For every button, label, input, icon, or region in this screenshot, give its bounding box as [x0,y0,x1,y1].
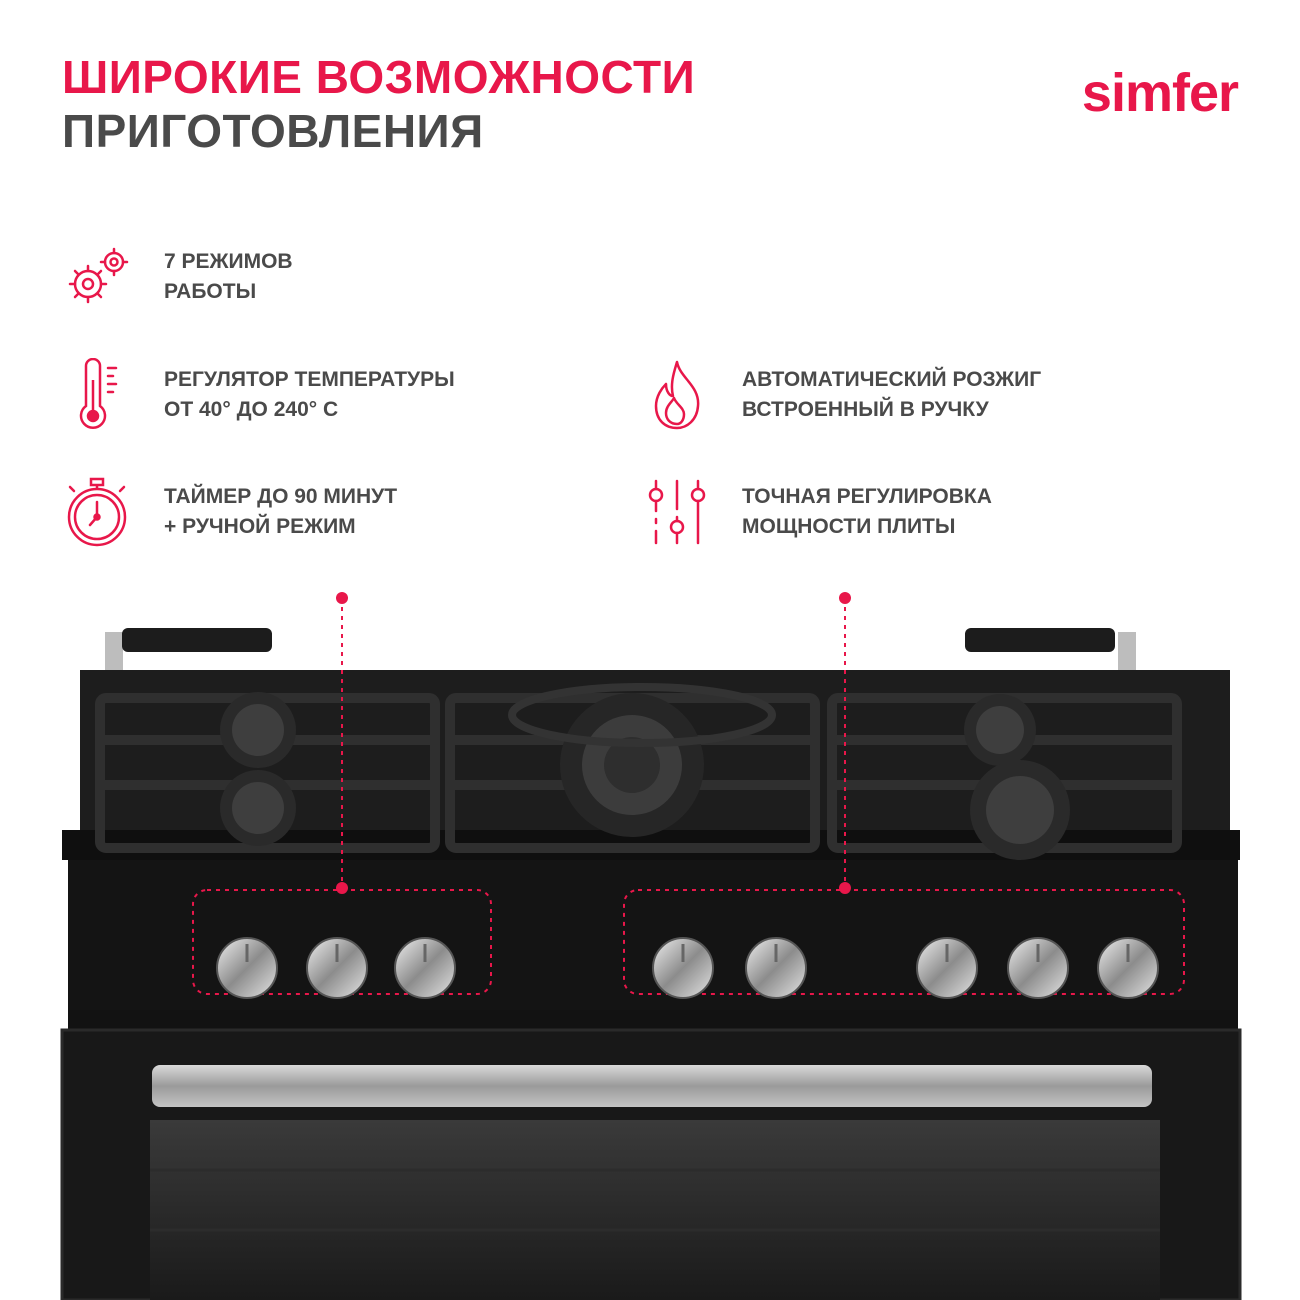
knob-burner-5 [1097,937,1159,999]
flame-icon [640,358,714,432]
feature-line-1: ТАЙМЕР ДО 90 МИНУТ [164,485,398,508]
stopwatch-icon [62,475,136,549]
knob-burner-1 [652,937,714,999]
feature-timer: ТАЙМЕР ДО 90 МИНУТ + РУЧНОЙ РЕЖИМ [62,475,397,549]
knob-burner-4 [1007,937,1069,999]
feature-power-control: ТОЧНАЯ РЕГУЛИРОВКА МОЩНОСТИ ПЛИТЫ [640,475,992,549]
control-knobs [216,937,1159,999]
oven-handle [152,1065,1152,1107]
gears-icon [62,240,136,314]
feature-line-1: АВТОМАТИЧЕСКИЙ РОЗЖИГ [742,368,1042,391]
knob-temperature [306,937,368,999]
stove-image [60,592,1242,1300]
oven-window [150,1120,1160,1300]
feature-line-1: 7 РЕЖИМОВ [164,250,293,273]
feature-line-2: МОЩНОСТИ ПЛИТЫ [742,515,956,538]
feature-temperature: РЕГУЛЯТОР ТЕМПЕРАТУРЫ ОТ 40° ДО 240° С [62,357,455,432]
feature-ignition: АВТОМАТИЧЕСКИЙ РОЗЖИГ ВСТРОЕННЫЙ В РУЧКУ [640,358,1041,432]
sliders-icon [640,475,714,549]
title-line-1: ШИРОКИЕ ВОЗМОЖНОСТИ [62,51,696,103]
feature-modes: 7 РЕЖИМОВ РАБОТЫ [62,240,293,314]
feature-line-2: ВСТРОЕННЫЙ В РУЧКУ [742,398,989,421]
feature-line-1: ТОЧНАЯ РЕГУЛИРОВКА [742,485,992,508]
feature-text: ТОЧНАЯ РЕГУЛИРОВКА МОЩНОСТИ ПЛИТЫ [742,482,992,542]
feature-text: АВТОМАТИЧЕСКИЙ РОЗЖИГ ВСТРОЕННЫЙ В РУЧКУ [742,365,1041,425]
burners [220,683,1070,860]
feature-line-2: ОТ 40° ДО 240° С [164,398,339,421]
knob-burner-3 [916,937,978,999]
feature-line-1: РЕГУЛЯТОР ТЕМПЕРАТУРЫ [164,368,455,391]
thermometer-icon [62,357,136,432]
feature-text: 7 РЕЖИМОВ РАБОТЫ [164,247,293,307]
knob-mode [394,937,456,999]
page-title: ШИРОКИЕ ВОЗМОЖНОСТИ ПРИГОТОВЛЕНИЯ [62,50,695,158]
side-handle-right [965,628,1136,682]
side-handle-left [105,628,272,682]
feature-text: ТАЙМЕР ДО 90 МИНУТ + РУЧНОЙ РЕЖИМ [164,482,397,542]
knob-burner-2 [745,937,807,999]
feature-text: РЕГУЛЯТОР ТЕМПЕРАТУРЫ ОТ 40° ДО 240° С [164,365,455,425]
title-line-2: ПРИГОТОВЛЕНИЯ [62,105,484,157]
feature-line-2: РАБОТЫ [164,280,257,303]
feature-line-2: + РУЧНОЙ РЕЖИМ [164,515,356,538]
knob-timer [216,937,278,999]
brand-logo: simfer [1081,63,1239,123]
